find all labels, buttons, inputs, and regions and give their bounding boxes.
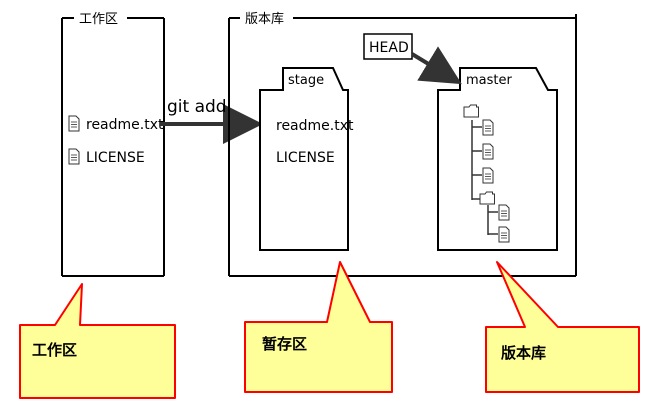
repo-title: 版本库 xyxy=(245,11,284,27)
file-icon xyxy=(482,119,494,136)
file-icon xyxy=(498,226,510,243)
file-icon xyxy=(68,115,80,132)
file-icon xyxy=(498,204,510,221)
head-pointer: HEAD xyxy=(363,33,462,85)
head-label: HEAD xyxy=(369,40,409,56)
stage-folder: stage readme.txt LICENSE xyxy=(259,67,354,251)
master-folder-shape xyxy=(437,67,558,251)
head-box xyxy=(363,33,413,60)
callout-working: 工作区 xyxy=(19,283,176,399)
working-directory-panel: 工作区 readme.txt LICENSE xyxy=(61,12,165,277)
callout-stage: 暂存区 xyxy=(244,261,393,393)
folder-icon xyxy=(479,191,495,205)
file-icon xyxy=(482,167,494,184)
callout-working-shape xyxy=(19,283,176,399)
stage-file-readme: readme.txt xyxy=(276,118,354,134)
master-folder: master xyxy=(437,67,558,251)
git-add-arrow: git add xyxy=(160,97,263,144)
callout-working-label: 工作区 xyxy=(32,341,77,359)
callout-stage-shape xyxy=(244,261,393,393)
stage-file-license: LICENSE xyxy=(276,150,335,166)
callout-repo-label: 版本库 xyxy=(501,344,546,362)
callout-stage-label: 暂存区 xyxy=(262,335,307,353)
file-icon xyxy=(68,148,80,165)
master-label: master xyxy=(466,73,512,88)
working-file-license: LICENSE xyxy=(86,150,145,166)
stage-label: stage xyxy=(288,73,324,88)
git-add-label: git add xyxy=(167,97,227,117)
callout-repo-shape xyxy=(485,261,640,393)
commit-tree xyxy=(471,120,498,235)
stage-folder-shape xyxy=(259,67,349,251)
head-arrow-line xyxy=(410,46,462,85)
repository-panel: 版本库 stage readme.txt LICENSE master xyxy=(228,11,577,277)
callout-repo: 版本库 xyxy=(485,261,640,393)
working-file-readme: readme.txt xyxy=(86,117,164,133)
folder-icon xyxy=(463,104,479,118)
file-icon xyxy=(482,143,494,160)
working-dir-title: 工作区 xyxy=(79,12,118,27)
